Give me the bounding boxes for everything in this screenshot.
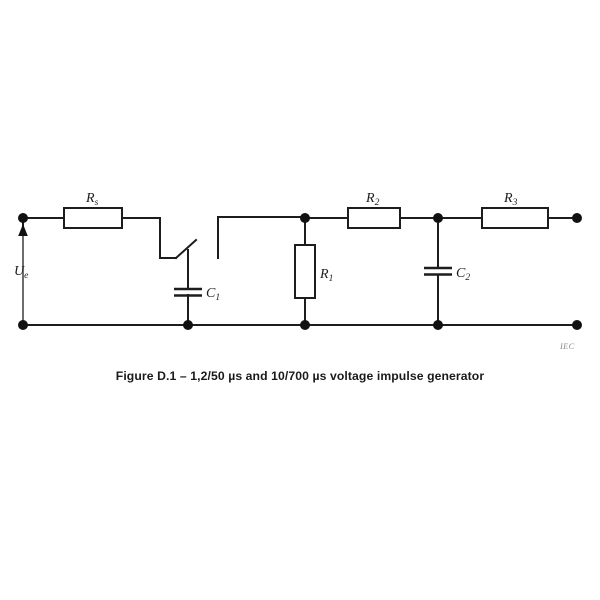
label-r1: R1 <box>319 267 333 284</box>
node-c2-ground <box>433 320 443 330</box>
resistor-r3-body <box>481 207 549 229</box>
node-c1-ground <box>183 320 193 330</box>
wire-open-terminal-stub <box>217 216 306 259</box>
node-source-top <box>18 213 28 223</box>
resistor-rs-body <box>63 207 123 229</box>
node-r1-top <box>300 213 310 223</box>
node-c2-top <box>433 213 443 223</box>
label-r2: R2 <box>365 191 380 208</box>
wire-switch-left-contact <box>159 217 177 259</box>
node-source-bottom <box>18 320 28 330</box>
label-c1: C1 <box>206 286 220 303</box>
iec-watermark: IEC <box>560 341 575 351</box>
label-rs: Rs <box>85 191 99 208</box>
switch-blade <box>174 238 198 260</box>
label-c2: C2 <box>456 266 470 283</box>
node-output-top <box>572 213 582 223</box>
resistor-r2-body <box>347 207 401 229</box>
source-voltage-arrowhead-icon <box>18 224 28 236</box>
figure-caption: Figure D.1 – 1,2/50 µs and 10/700 µs vol… <box>115 369 485 383</box>
node-output-bottom <box>572 320 582 330</box>
node-r1-ground <box>300 320 310 330</box>
label-r3: R3 <box>503 191 518 208</box>
label-source-voltage: Ue <box>14 264 28 281</box>
resistor-r1-body <box>294 244 316 299</box>
